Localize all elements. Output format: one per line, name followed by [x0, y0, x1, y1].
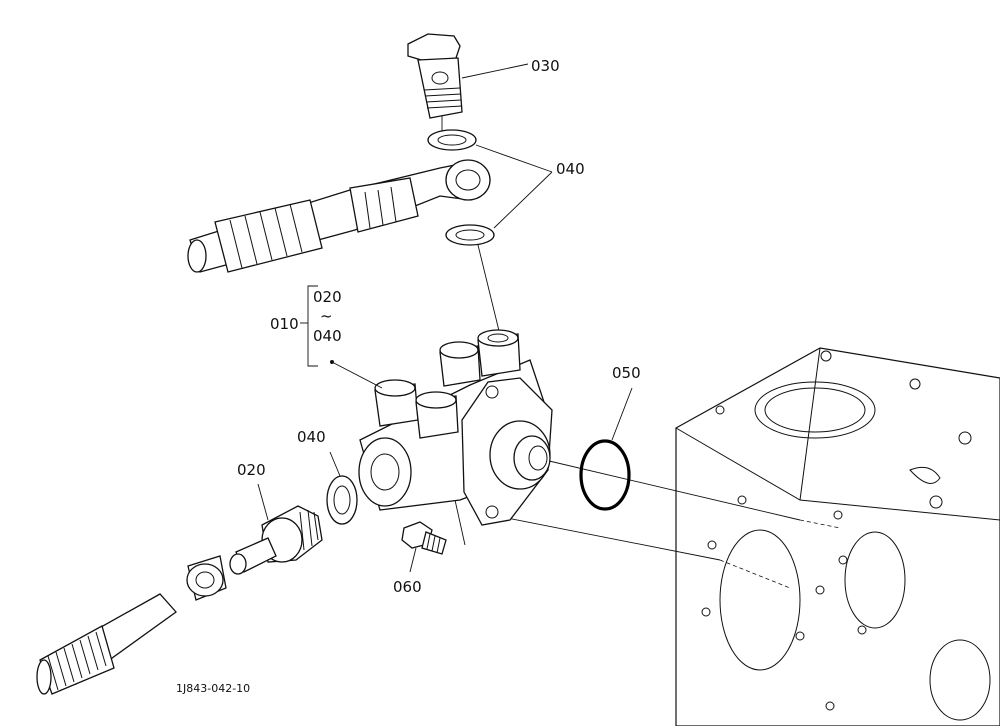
callout-range-tilde: ~: [320, 307, 333, 325]
o-ring-050: [579, 439, 631, 511]
upper-fuel-pipe: [187, 159, 491, 273]
callout-030: 030: [531, 57, 560, 75]
callout-050: 050: [612, 364, 641, 382]
callout-leaders: [257, 63, 633, 573]
callout-040-mid: 040: [297, 428, 326, 446]
engine-block: [675, 347, 1000, 726]
feed-pump-010: [358, 329, 553, 526]
fitting-020: [229, 505, 323, 575]
washers-040: [326, 129, 495, 525]
callout-040-range-end: 040: [313, 327, 342, 345]
callout-060: 060: [393, 578, 422, 596]
callout-020: 020: [237, 461, 266, 479]
callout-040-right: 040: [556, 160, 585, 178]
callout-010: 010: [270, 315, 299, 333]
banjo-bolt-030: [407, 33, 463, 119]
callout-020-range-start: 020: [313, 288, 342, 306]
bolt-060: [401, 521, 447, 555]
drawing-id: 1J843-042-10: [176, 682, 250, 695]
lower-hose-and-clamp: [36, 555, 227, 695]
